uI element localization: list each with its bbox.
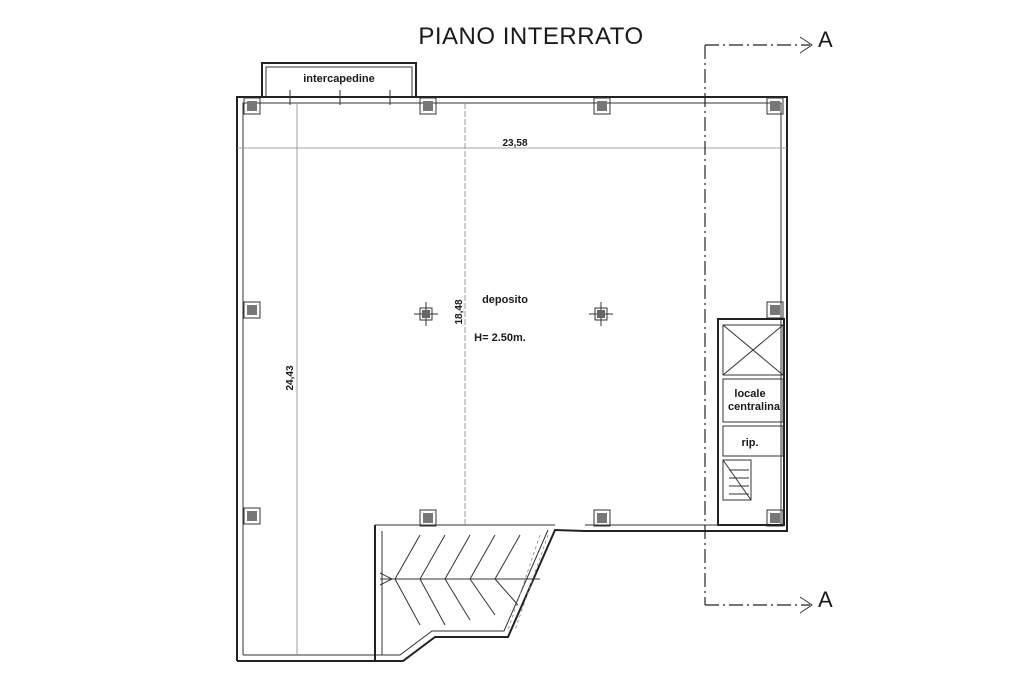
column (243, 301, 261, 319)
column (766, 97, 784, 115)
section-line (704, 36, 813, 614)
column (419, 509, 437, 527)
column-central (414, 302, 438, 326)
room-locale-label: locale (734, 388, 765, 400)
section-marker-top: A (818, 27, 833, 52)
ramp (379, 534, 549, 631)
column (419, 97, 437, 115)
section-marker-bottom: A (818, 587, 833, 612)
dim-height-left: 24,43 (285, 365, 296, 390)
dimension-lines (237, 90, 787, 655)
column (593, 97, 611, 115)
room-height-label: H= 2.50m. (474, 332, 526, 344)
column (243, 507, 261, 525)
column (593, 509, 611, 527)
dim-width: 23,58 (502, 138, 527, 149)
plan-title: PIANO INTERRATO (418, 23, 643, 50)
columns (243, 97, 784, 527)
column-central (589, 302, 613, 326)
column (243, 97, 261, 115)
room-centralina-label: centralina (728, 401, 781, 413)
technical-rooms (717, 318, 785, 526)
outer-walls (236, 96, 788, 662)
intercapedine-label: intercapedine (303, 73, 375, 85)
intercapedine-box: intercapedine (261, 62, 417, 98)
room-rip-label: rip. (741, 437, 758, 449)
dim-height-center: 18,48 (454, 299, 465, 324)
room-deposito-label: deposito (482, 294, 528, 306)
